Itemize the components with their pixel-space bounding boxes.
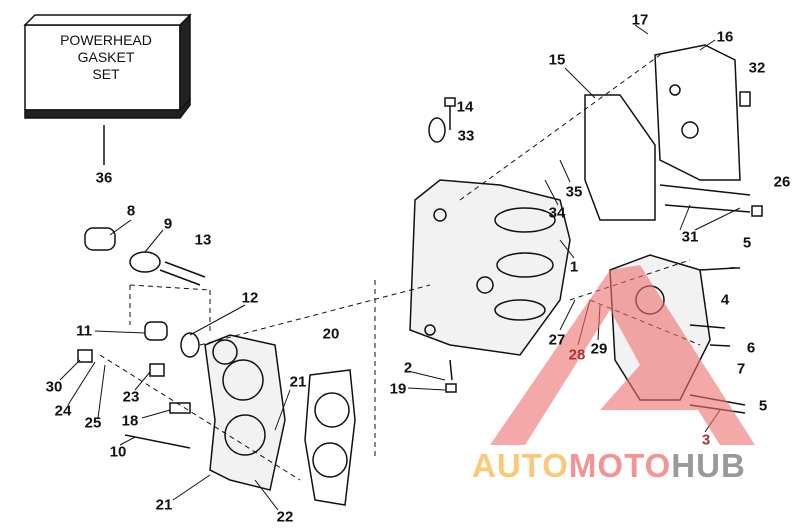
callout-30: 30 bbox=[45, 378, 63, 396]
callout-1: 1 bbox=[569, 258, 579, 276]
callout-14: 14 bbox=[456, 98, 474, 116]
callout-18: 18 bbox=[121, 412, 139, 430]
watermark-moto: MOTO bbox=[568, 447, 672, 484]
callout-13: 13 bbox=[194, 231, 212, 249]
callout-21-upper: 21 bbox=[289, 373, 307, 391]
callout-36: 36 bbox=[95, 169, 113, 187]
gasket-set-line2: GASKET bbox=[77, 49, 135, 65]
callout-6: 6 bbox=[746, 339, 756, 357]
watermark-text: AUTOMOTOHUB bbox=[472, 447, 746, 485]
callout-17: 17 bbox=[631, 11, 649, 29]
watermark-hub: HUB bbox=[671, 447, 746, 484]
callout-28: 28 bbox=[568, 346, 586, 364]
callout-22: 22 bbox=[276, 508, 294, 526]
callout-8: 8 bbox=[126, 202, 136, 220]
callout-27: 27 bbox=[548, 331, 566, 349]
callout-15: 15 bbox=[548, 51, 566, 69]
callout-9: 9 bbox=[163, 215, 173, 233]
crankcase-block bbox=[409, 179, 571, 356]
callout-19: 19 bbox=[389, 380, 407, 398]
gasket-set-line1: POWERHEAD bbox=[60, 32, 152, 48]
callout-5-lower: 5 bbox=[758, 397, 768, 415]
callout-16: 16 bbox=[716, 28, 734, 46]
transfer-port-cover bbox=[654, 44, 741, 181]
callout-35: 35 bbox=[565, 183, 583, 201]
callout-7: 7 bbox=[736, 360, 746, 378]
head-gasket bbox=[304, 369, 356, 506]
gasket-set-label: POWERHEAD GASKET SET bbox=[40, 32, 172, 83]
callout-25: 25 bbox=[84, 414, 102, 432]
callout-32: 32 bbox=[748, 59, 766, 77]
callout-24: 24 bbox=[54, 402, 72, 420]
callout-2: 2 bbox=[403, 359, 413, 377]
callout-21-lower: 21 bbox=[155, 496, 173, 514]
callout-29: 29 bbox=[590, 340, 608, 358]
gasket-set-box bbox=[23, 13, 192, 165]
cylinder-block bbox=[204, 334, 286, 491]
callout-20: 20 bbox=[322, 325, 340, 343]
callout-3: 3 bbox=[701, 431, 711, 449]
watermark-auto: AUTO bbox=[472, 447, 569, 484]
callout-26: 26 bbox=[773, 173, 791, 191]
gasket-set-line3: SET bbox=[92, 66, 120, 82]
callout-5-upper: 5 bbox=[742, 234, 752, 252]
callout-11: 11 bbox=[76, 322, 92, 340]
callout-31: 31 bbox=[681, 228, 699, 246]
callout-12: 12 bbox=[241, 289, 259, 307]
callout-34: 34 bbox=[548, 204, 566, 222]
callout-33: 33 bbox=[457, 127, 475, 145]
cover-gasket bbox=[584, 94, 656, 221]
callout-10: 10 bbox=[109, 443, 127, 461]
callout-4: 4 bbox=[720, 291, 730, 309]
dashed-guides bbox=[99, 54, 701, 481]
watermark-logo-triangle bbox=[490, 265, 755, 445]
callout-23: 23 bbox=[122, 388, 140, 406]
